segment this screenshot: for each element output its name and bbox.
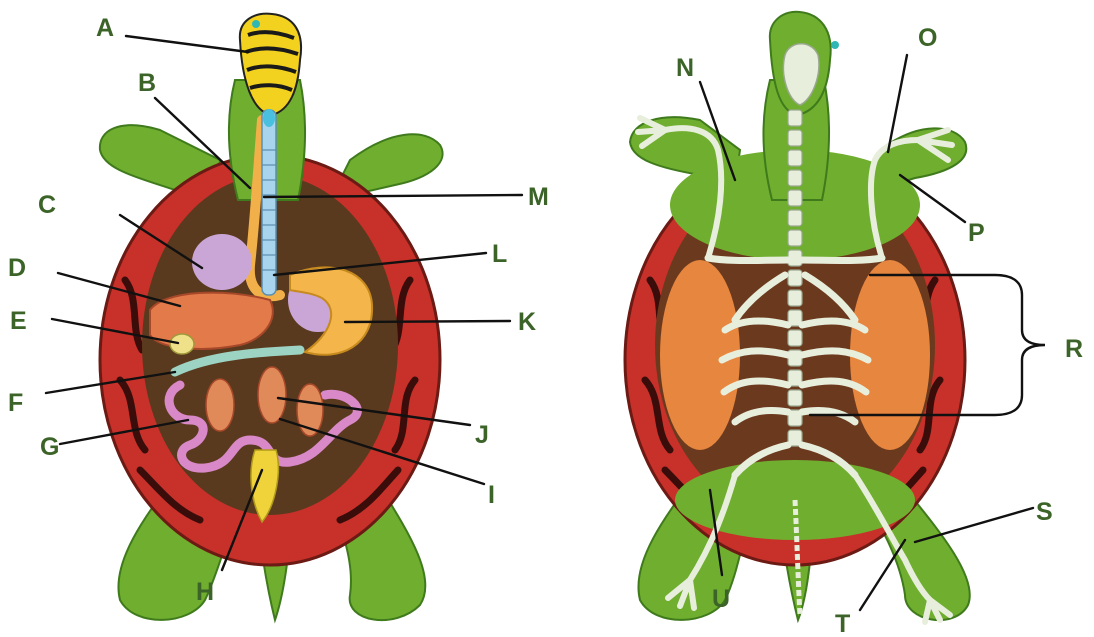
label-h: H [196, 578, 214, 606]
label-g: G [40, 433, 59, 461]
bladder [258, 367, 286, 423]
gall-bladder [170, 334, 194, 354]
label-c: C [38, 191, 56, 219]
label-m: M [528, 183, 549, 211]
label-b: B [138, 69, 156, 97]
label-u: U [712, 585, 730, 613]
left-kidney [206, 379, 234, 431]
trachea [262, 110, 276, 295]
label-s: S [1036, 498, 1053, 526]
label-t: T [835, 610, 850, 637]
label-o: O [918, 24, 937, 52]
label-a: A [96, 14, 114, 42]
label-p: P [968, 219, 985, 247]
left-eye-icon [252, 20, 260, 28]
label-k: K [518, 308, 536, 336]
label-f: F [8, 389, 23, 417]
label-e: E [10, 307, 27, 335]
label-r: R [1065, 335, 1083, 363]
label-j: J [475, 421, 489, 449]
label-d: D [8, 254, 26, 282]
label-i: I [488, 481, 495, 509]
left-turtle-organs [100, 14, 443, 620]
right-turtle-skeleton [625, 12, 970, 622]
left-lung [192, 234, 252, 290]
label-n: N [676, 54, 694, 82]
label-l: L [492, 240, 507, 268]
vertebral-column [788, 110, 802, 446]
right-eye-icon [831, 41, 839, 49]
glottis [263, 109, 275, 127]
